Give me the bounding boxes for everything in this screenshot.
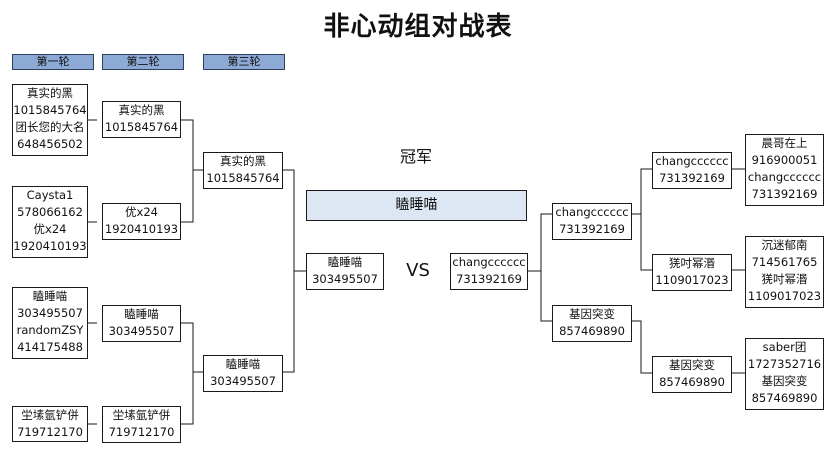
left-r2-slot-3: 瞌睡喵 303495507 — [102, 305, 181, 342]
round-3-label: 第三轮 — [203, 54, 285, 70]
vs-label: VS — [406, 260, 430, 281]
player-id: 857469890 — [559, 324, 625, 338]
player-id: 1920410193 — [104, 222, 179, 236]
right-r2-slot-2: 猐吋幂湣 1109017023 — [652, 254, 732, 291]
player-name: 瞌睡喵 — [225, 357, 261, 371]
left-r1-match-1: 真实的黑 1015845764 团长您的大名 648456502 — [12, 84, 88, 156]
right-r1-match-1: 晨哥在上 916900051 changcccccc 731392169 — [745, 134, 824, 206]
player-name: randomZSY — [16, 323, 84, 337]
player-id: 1109017023 — [747, 289, 822, 303]
player-name: 团长您的大名 — [15, 120, 85, 134]
player-id: 303495507 — [312, 272, 378, 286]
player-id: 1920410193 — [13, 239, 87, 253]
player-name: 坣塐氩铲併 — [21, 408, 79, 422]
left-r3-slot-2: 瞌睡喵 303495507 — [203, 355, 283, 392]
right-r1-match-2: 沉迷郁南 714561765 猐吋幂湣 1109017023 — [745, 236, 824, 308]
player-name: 坣塐氩铲併 — [112, 408, 171, 422]
round-1-label: 第一轮 — [12, 54, 94, 70]
player-id: 1727352716 — [747, 357, 822, 371]
right-r2-slot-1: changcccccc 731392169 — [652, 152, 732, 189]
player-id: 731392169 — [559, 222, 625, 236]
player-id: 303495507 — [210, 374, 276, 388]
left-r2-slot-1: 真实的黑 1015845764 — [102, 101, 181, 138]
champion-box: 瞌睡喵 — [306, 190, 527, 221]
player-name: 真实的黑 — [27, 86, 73, 100]
player-name: 瞌睡喵 — [124, 307, 159, 321]
player-id: 731392169 — [659, 171, 725, 185]
player-name: 瞌睡喵 — [32, 289, 68, 303]
player-name: changcccccc — [655, 154, 729, 168]
player-name: changcccccc — [555, 205, 629, 219]
player-id: 578066162 — [17, 205, 83, 219]
player-name: 基因突变 — [761, 374, 808, 388]
left-r3-slot-1: 真实的黑 1015845764 — [203, 152, 283, 189]
player-id: 1015845764 — [13, 103, 87, 117]
player-name: 真实的黑 — [220, 154, 266, 168]
left-finalist: 瞌睡喵 303495507 — [306, 253, 384, 290]
player-id: 303495507 — [17, 306, 83, 320]
player-name: 瞌睡喵 — [327, 255, 363, 269]
player-id: 731392169 — [456, 272, 522, 286]
player-name: Caysta1 — [26, 188, 74, 202]
player-name: changcccccc — [747, 170, 822, 184]
player-id: 719712170 — [17, 425, 83, 439]
player-id: 719712170 — [108, 425, 175, 439]
player-id: 1109017023 — [655, 273, 729, 287]
player-id: 714561765 — [751, 255, 818, 269]
player-id: 857469890 — [659, 375, 725, 389]
player-name: 真实的黑 — [118, 103, 165, 117]
left-r1-match-4: 坣塐氩铲併 719712170 — [12, 406, 88, 442]
page-title: 非心动组对战表 — [323, 12, 513, 42]
left-r1-match-3: 瞌睡喵 303495507 randomZSY 414175488 — [12, 287, 88, 359]
player-name: saber团 — [762, 340, 807, 354]
player-name: 优x24 — [33, 222, 67, 236]
player-name: 晨哥在上 — [761, 136, 808, 150]
right-r3-slot-2: 基因突变 857469890 — [552, 305, 632, 342]
player-name: 猐吋幂湣 — [669, 256, 715, 270]
right-finalist: changcccccc 731392169 — [450, 253, 528, 290]
player-id: 303495507 — [108, 324, 175, 338]
player-id: 648456502 — [17, 137, 83, 151]
left-r2-slot-2: 优x24 1920410193 — [102, 203, 181, 240]
left-r1-match-2: Caysta1 578066162 优x24 1920410193 — [12, 186, 88, 258]
player-id: 1015845764 — [104, 120, 179, 134]
right-r2-slot-3: 基因突变 857469890 — [652, 356, 732, 393]
player-id: 1015845764 — [206, 171, 280, 185]
left-r2-slot-4: 坣塐氩铲併 719712170 — [102, 406, 181, 443]
player-id: 731392169 — [751, 187, 818, 201]
right-r3-slot-1: changcccccc 731392169 — [552, 203, 632, 240]
player-name: changcccccc — [452, 255, 526, 269]
round-2-label: 第二轮 — [102, 54, 184, 70]
player-name: 基因突变 — [669, 358, 715, 372]
player-name: 猐吋幂湣 — [761, 272, 808, 286]
player-name: 优x24 — [125, 205, 158, 219]
right-r1-match-3: saber团 1727352716 基因突变 857469890 — [745, 338, 824, 410]
player-name: 沉迷郁南 — [761, 238, 808, 252]
champion-label: 冠军 — [399, 147, 432, 166]
player-id: 916900051 — [751, 153, 818, 167]
player-id: 414175488 — [17, 340, 83, 354]
player-id: 857469890 — [751, 391, 818, 405]
player-name: 基因突变 — [569, 307, 615, 321]
